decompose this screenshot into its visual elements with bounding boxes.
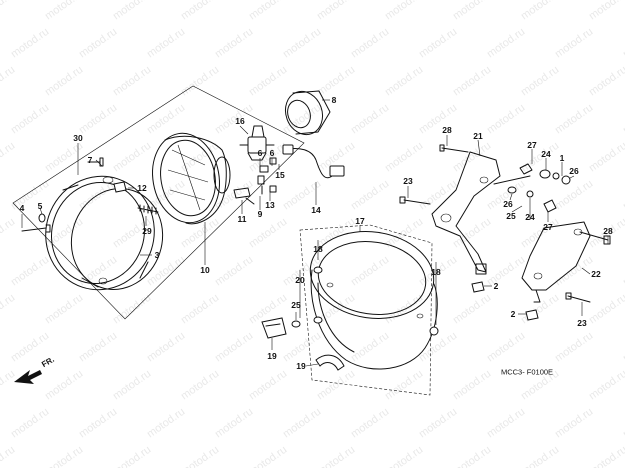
callout-29: 29 bbox=[142, 225, 152, 236]
callout-27-upper: 27 bbox=[527, 139, 537, 150]
callout-11: 11 bbox=[237, 213, 247, 224]
callout-26-right: 26 bbox=[569, 165, 579, 176]
callout-26-left: 26 bbox=[503, 198, 513, 209]
callout-28-lower: 28 bbox=[603, 225, 613, 236]
headlight-group-frame bbox=[12, 85, 305, 320]
callout-24-upper: 24 bbox=[541, 148, 551, 159]
callout-18-left: 18 bbox=[313, 243, 323, 254]
diagram-code: MCC3- F0100E bbox=[500, 367, 554, 377]
wire-harness bbox=[282, 144, 345, 179]
callout-13: 13 bbox=[265, 199, 275, 210]
callout-4: 4 bbox=[19, 202, 25, 213]
callout-2-lower: 2 bbox=[510, 308, 516, 319]
callout-18-right: 18 bbox=[431, 266, 441, 277]
callout-27-lower: 27 bbox=[543, 221, 553, 232]
lower-bracket bbox=[521, 221, 591, 303]
left-fasteners bbox=[21, 157, 277, 233]
callout-12: 12 bbox=[137, 182, 147, 193]
callout-25-right: 25 bbox=[506, 210, 516, 221]
right-fasteners bbox=[399, 144, 611, 321]
callout-8: 8 bbox=[331, 94, 337, 105]
callout-6-right: 6 bbox=[269, 147, 275, 158]
callout-7: 7 bbox=[87, 154, 93, 165]
callout-23-lower: 23 bbox=[577, 317, 587, 328]
callout-20: 20 bbox=[295, 274, 305, 285]
headlight-case bbox=[299, 224, 439, 396]
upper-bracket bbox=[431, 151, 501, 275]
callout-10: 10 bbox=[200, 264, 210, 275]
callout-14: 14 bbox=[311, 204, 321, 215]
callout-28-upper: 28 bbox=[442, 124, 452, 135]
callout-9: 9 bbox=[257, 208, 263, 219]
callout-6-left: 6 bbox=[257, 147, 263, 158]
bulb bbox=[239, 125, 275, 161]
callout-2-upper: 2 bbox=[493, 280, 499, 291]
clamps bbox=[261, 316, 345, 371]
callout-16: 16 bbox=[235, 115, 245, 126]
callout-3: 3 bbox=[154, 249, 160, 260]
callout-22: 22 bbox=[591, 268, 601, 279]
leader-lines bbox=[21, 99, 609, 367]
callout-17: 17 bbox=[355, 215, 365, 226]
callout-24-lower: 24 bbox=[525, 211, 535, 222]
headlight-unit bbox=[152, 132, 231, 225]
callout-25-left: 25 bbox=[291, 299, 301, 310]
callout-30: 30 bbox=[73, 132, 83, 143]
callout-1: 1 bbox=[559, 152, 565, 163]
callout-15: 15 bbox=[275, 169, 285, 180]
callout-21: 21 bbox=[473, 130, 483, 141]
callout-5: 5 bbox=[37, 200, 43, 211]
dust-cover bbox=[284, 90, 331, 136]
front-direction-arrow bbox=[14, 370, 42, 384]
callout-23-upper: 23 bbox=[403, 175, 413, 186]
callout-19-lower: 19 bbox=[296, 360, 306, 371]
callout-19-left: 19 bbox=[267, 350, 277, 361]
